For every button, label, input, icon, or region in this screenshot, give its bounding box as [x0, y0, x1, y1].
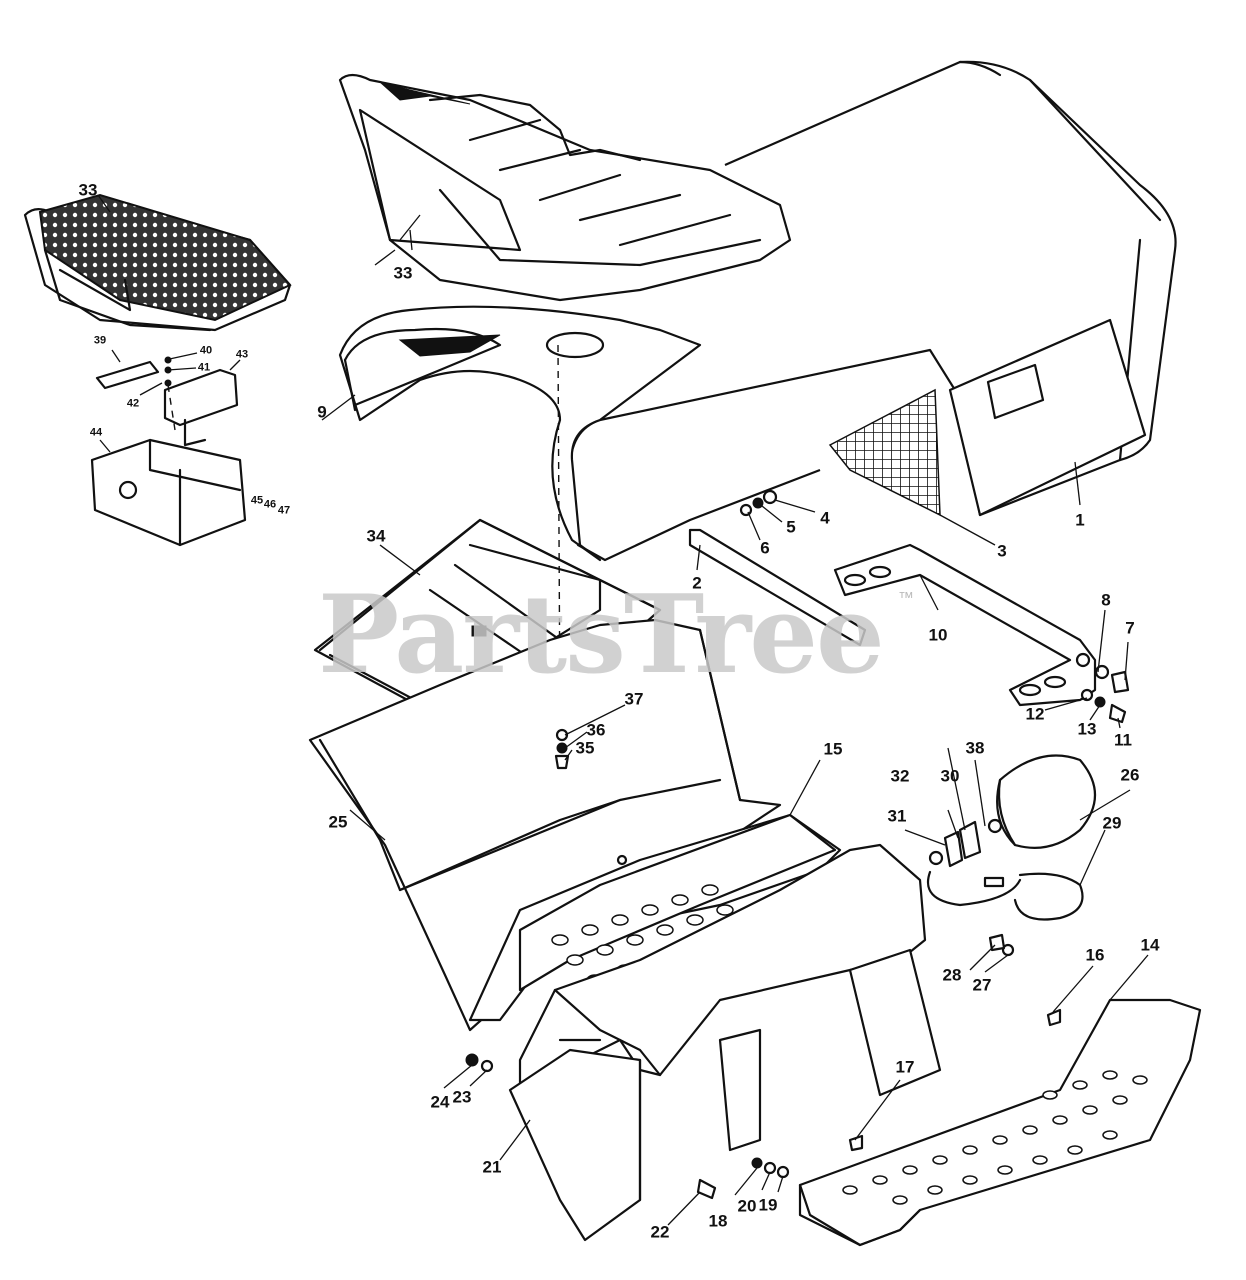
callout-2: 2 — [692, 573, 702, 593]
callout-36: 36 — [586, 720, 606, 740]
running-board — [798, 998, 1202, 1247]
callout-33-main-seat: 33 — [393, 263, 413, 283]
callout-15: 15 — [823, 739, 843, 759]
headlight — [927, 754, 1097, 921]
callout-31: 31 — [887, 806, 907, 826]
callout-10: 10 — [928, 625, 948, 645]
callout-20: 20 — [737, 1196, 757, 1216]
small-seat — [23, 193, 292, 332]
callout-40: 40 — [199, 344, 213, 357]
callout-29: 29 — [1102, 813, 1122, 833]
callout-16: 16 — [1085, 945, 1105, 965]
seat-bracket-assembly — [90, 356, 247, 547]
callout-8: 8 — [1101, 590, 1111, 610]
trademark-symbol: ™ — [898, 590, 914, 607]
callout-34: 34 — [366, 526, 386, 546]
callout-45: 45 — [250, 494, 264, 507]
callout-27: 27 — [972, 975, 992, 995]
callout-25: 25 — [328, 812, 348, 832]
floorboard — [468, 813, 942, 1242]
callout-33-small-seat: 33 — [78, 180, 98, 200]
callout-23: 23 — [452, 1087, 472, 1107]
callout-28: 28 — [942, 965, 962, 985]
callout-32: 32 — [890, 766, 910, 786]
callout-30: 30 — [940, 766, 960, 786]
leader-lines — [97, 194, 1149, 1226]
seat — [338, 73, 792, 302]
callout-37: 37 — [624, 689, 644, 709]
callout-21: 21 — [482, 1157, 502, 1177]
callout-38: 38 — [965, 738, 985, 758]
callout-22: 22 — [650, 1222, 670, 1242]
callout-5: 5 — [786, 517, 796, 537]
callout-4: 4 — [820, 508, 830, 528]
callout-9: 9 — [317, 402, 327, 422]
callout-18: 18 — [708, 1211, 728, 1231]
brackets — [688, 528, 1097, 707]
callout-7: 7 — [1125, 618, 1135, 638]
callout-41: 41 — [197, 361, 211, 374]
callout-44: 44 — [89, 426, 103, 439]
dash-panel — [308, 618, 782, 1032]
hood — [568, 60, 1177, 562]
callout-1: 1 — [1075, 510, 1085, 530]
callout-19: 19 — [758, 1195, 778, 1215]
callout-39: 39 — [93, 334, 107, 347]
fasteners — [465, 489, 1130, 1200]
callout-24: 24 — [430, 1092, 450, 1112]
fender — [338, 305, 702, 562]
callout-46: 46 — [263, 498, 277, 511]
callout-17: 17 — [895, 1057, 915, 1077]
callout-42: 42 — [126, 397, 140, 410]
callout-13: 13 — [1077, 719, 1097, 739]
callout-47: 47 — [277, 504, 291, 517]
callout-12: 12 — [1025, 704, 1045, 724]
callout-35: 35 — [575, 738, 595, 758]
callout-43: 43 — [235, 348, 249, 361]
callout-3: 3 — [997, 541, 1007, 561]
callout-6: 6 — [760, 538, 770, 558]
callout-26: 26 — [1120, 765, 1140, 785]
callout-14: 14 — [1140, 935, 1160, 955]
callout-11: 11 — [1114, 730, 1132, 750]
watermark-text: PartsTree — [318, 572, 885, 698]
